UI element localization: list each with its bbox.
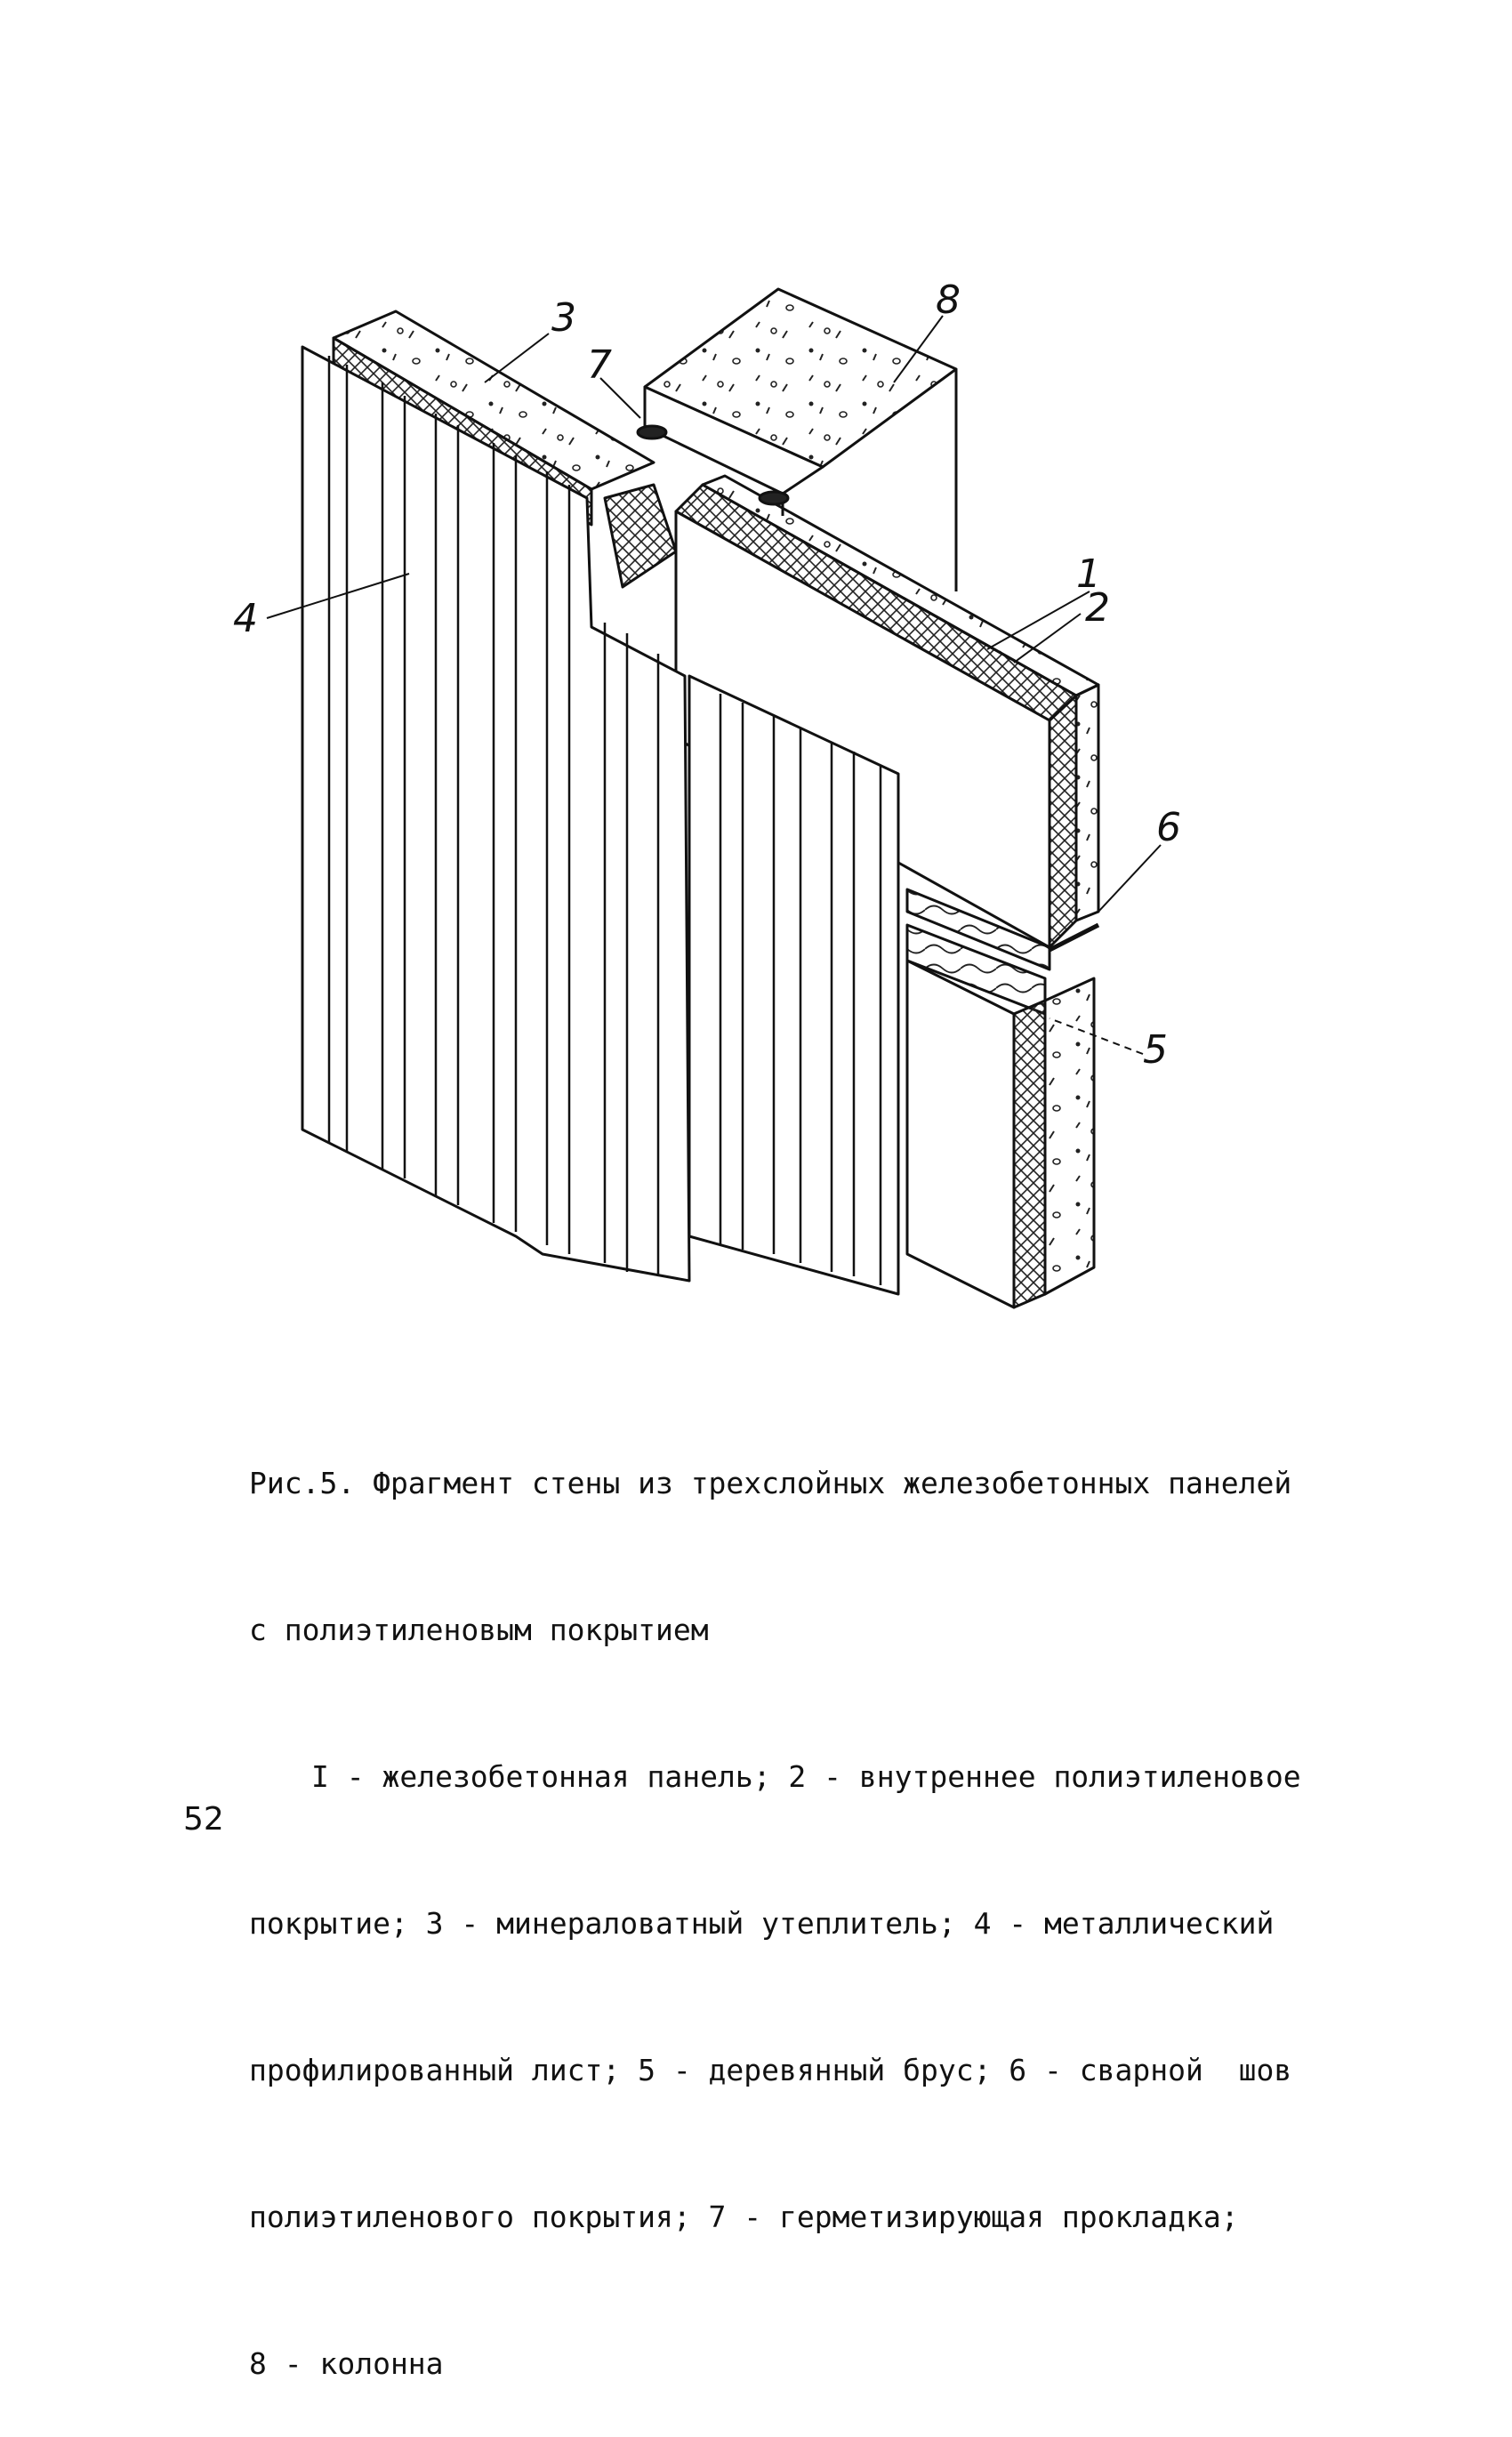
callout-2: 2 [1085, 585, 1110, 631]
caption-title-line-1: Рис.5. Фрагмент стены из трехслойных жел… [249, 1466, 1292, 1500]
page-number: 52 [183, 1801, 224, 1838]
caption-legend-line: 8 - колонна [249, 2346, 444, 2381]
wall-fragment-figure: 8 3 7 4 1 2 6 5 [233, 277, 1181, 1309]
callout-6: 6 [1156, 805, 1181, 850]
caption-legend-line: покрытие; 3 - минераловатный утеплитель;… [249, 1906, 1275, 1941]
callout-4: 4 [233, 596, 258, 641]
callout-1: 1 [1076, 551, 1101, 597]
callout-3: 3 [551, 295, 576, 341]
profiled-sheet-ribs-right [719, 694, 882, 1285]
joint [905, 888, 1100, 1016]
callout-5: 5 [1143, 1027, 1168, 1073]
callout-8: 8 [936, 277, 961, 323]
caption-legend-line: профилированный лист; 5 - деревянный бру… [249, 2053, 1292, 2087]
profiled-sheet-ribs-left [327, 356, 660, 1276]
figure-caption: Рис.5. Фрагмент стены из трехслойных жел… [249, 1361, 1301, 2437]
callout-7: 7 [587, 342, 612, 388]
profiled-sheet-left [301, 345, 691, 1283]
caption-title-line-2: с полиэтиленовым покрытием [249, 1613, 709, 1647]
upper-panel [674, 474, 1100, 949]
caption-legend-line: I - железобетонная панель; 2 - внутренне… [311, 1759, 1301, 1794]
caption-legend-line: полиэтиленового покрытия; 7 - герметизир… [249, 2200, 1239, 2234]
lower-panel [905, 959, 1096, 1309]
leader-lines [266, 315, 1162, 1055]
